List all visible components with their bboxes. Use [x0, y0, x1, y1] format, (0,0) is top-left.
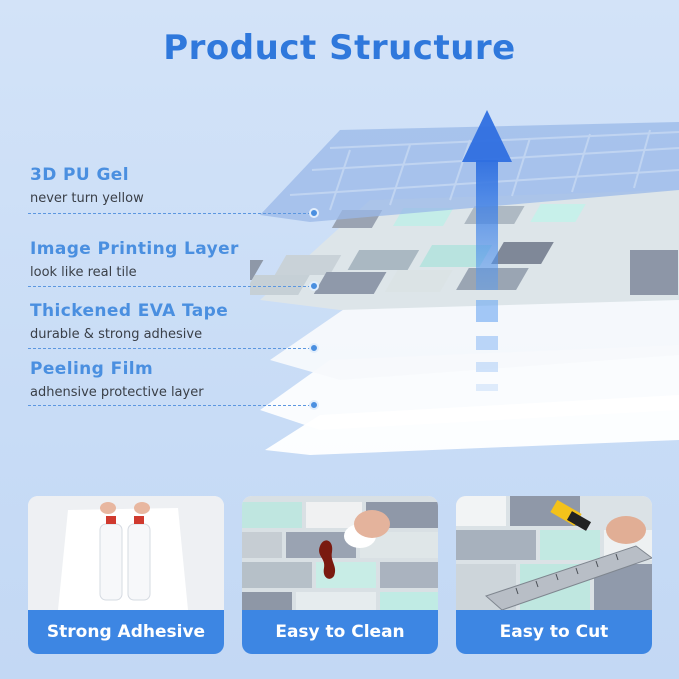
layer-diagram — [250, 110, 679, 455]
feature-card-strong-adhesive: Strong Adhesive — [28, 496, 224, 654]
layer-title: Peeling Film — [30, 359, 154, 379]
cutter-ruler-photo — [456, 496, 652, 610]
layer-description: durable & strong adhesive — [30, 327, 203, 342]
feature-label: Easy to Clean — [242, 610, 438, 654]
leader-line — [28, 286, 316, 287]
layer-image-printing: Image Printing Layer look like real tile — [30, 238, 239, 283]
layer-eva-tape: Thickened EVA Tape durable & strong adhe… — [30, 300, 228, 345]
image-printing-layer — [250, 190, 679, 310]
bottles-hanging-photo — [28, 496, 224, 610]
feature-label: Strong Adhesive — [28, 610, 224, 654]
leader-line — [28, 348, 316, 349]
leader-line — [28, 213, 316, 214]
up-arrow-icon — [462, 110, 512, 391]
feature-card-easy-to-cut: Easy to Cut — [456, 496, 652, 654]
layer-title: Thickened EVA Tape — [30, 301, 229, 321]
leader-dot — [309, 343, 319, 353]
layer-title: Image Printing Layer — [30, 239, 239, 259]
feature-card-easy-to-clean: Easy to Clean — [242, 496, 438, 654]
layer-description: never turn yellow — [30, 191, 144, 206]
feature-label: Easy to Cut — [456, 610, 652, 654]
leader-dot — [309, 281, 319, 291]
layer-description: adhensive protective layer — [30, 385, 204, 400]
eva-tape-layer — [270, 290, 679, 380]
layer-title: 3D PU Gel — [30, 165, 129, 185]
layer-description: look like real tile — [30, 265, 137, 280]
leader-line — [28, 405, 316, 406]
leader-dot — [309, 400, 319, 410]
leader-dot — [309, 208, 319, 218]
wiping-stain-photo — [242, 496, 438, 610]
page-title: Product Structure — [163, 28, 516, 68]
layer-pu-gel: 3D PU Gel never turn yellow — [30, 164, 144, 209]
layer-peeling-film: Peeling Film adhensive protective layer — [30, 358, 204, 403]
